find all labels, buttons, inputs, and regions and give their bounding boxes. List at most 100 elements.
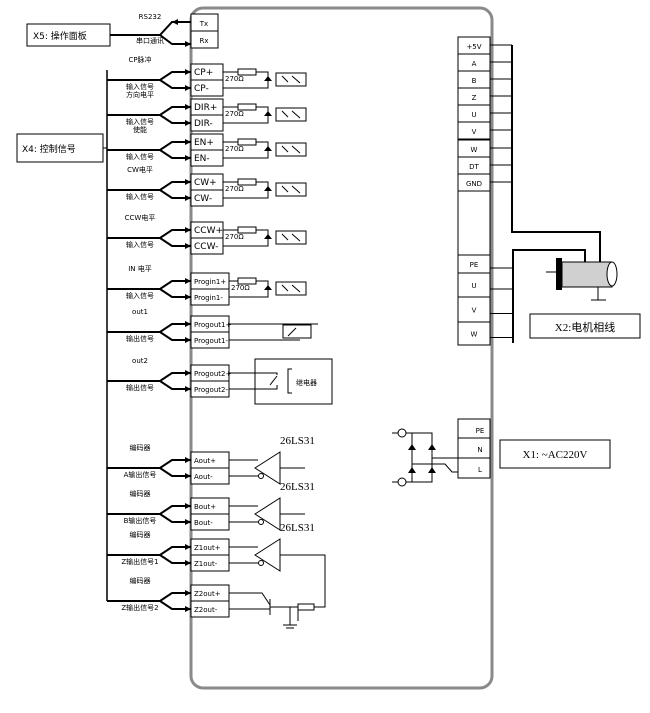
diode-icon (428, 444, 436, 450)
terminal-label: Tx (199, 20, 208, 28)
arrow-icon (185, 139, 191, 145)
arrow-icon (185, 544, 191, 550)
terminal-label: Progin1- (194, 294, 223, 302)
arrow-icon (185, 370, 191, 376)
wire (229, 372, 278, 375)
signal-wire-plus (107, 459, 191, 469)
opto-arrow (291, 145, 301, 154)
plus-terminal-icon (397, 428, 407, 438)
terminal-label: Progout2+ (194, 370, 231, 378)
arrow-icon (185, 243, 191, 249)
terminal-label: EN+ (194, 138, 214, 148)
relay-switch-icon (269, 375, 278, 386)
signal-wire-plus (107, 181, 191, 191)
arrow-icon (185, 519, 191, 525)
diode-icon (408, 444, 416, 450)
terminal-label: Aout+ (194, 457, 216, 465)
arrow-icon (185, 457, 191, 463)
terminal-label: A (472, 60, 477, 68)
opto-arrow (291, 185, 301, 194)
arrow-icon (185, 473, 191, 479)
diode-icon (264, 234, 272, 239)
x4-label: X4: 控制信号 (22, 143, 76, 155)
x1-label: X1: ~AC220V (523, 449, 588, 461)
x5-comm-label: 串口通讯 (136, 36, 164, 45)
diode-icon (428, 467, 436, 473)
motor-end-icon (606, 261, 618, 287)
x5-rx-wire (159, 34, 191, 45)
x2-label: X2:电机相线 (555, 320, 616, 334)
terminal-label: W (471, 331, 478, 339)
signal-wire-plus (107, 106, 191, 116)
diode-icon (264, 111, 272, 116)
x4-box (16, 133, 104, 163)
optocoupler-icon (275, 182, 307, 197)
opto-arrow (281, 233, 289, 241)
signal-wire-minus (159, 380, 191, 390)
arrow-icon (185, 278, 191, 284)
group-label-1: out1 (132, 308, 148, 316)
opto-arrow (291, 110, 301, 119)
arrow-icon (185, 227, 191, 233)
signal-wire-plus (107, 505, 191, 515)
x1-box (499, 439, 611, 469)
signal-wire-minus (159, 189, 191, 199)
inverter-bubble-icon (258, 519, 264, 525)
minus-terminal-icon (397, 477, 407, 487)
motor-ground-icon (591, 287, 606, 301)
group-label-1: 编码器 (130, 530, 151, 539)
signal-wire-plus (107, 280, 191, 290)
signal-wire-plus (107, 592, 191, 602)
arrow-icon (185, 590, 191, 596)
terminal-label: GND (466, 180, 482, 188)
terminal-label: Z2out+ (194, 590, 221, 598)
optocoupler-icon (275, 281, 307, 296)
opto-arrow (291, 284, 301, 293)
group-label-2: Z输出信号2 (121, 603, 158, 612)
motor-terminal-u (457, 272, 491, 298)
terminal-label: Z2out- (194, 606, 218, 614)
group-label-1: CP脉冲 (128, 55, 151, 64)
diode-icon (264, 146, 272, 151)
power-terminal-n (457, 437, 491, 459)
signal-wire-plus (107, 546, 191, 556)
resistor-label: 270Ω (225, 145, 244, 153)
terminal-label: Progout2- (194, 386, 228, 394)
motor-terminal-w (457, 321, 491, 346)
power-terminal-l (457, 457, 491, 479)
arrow-icon (185, 41, 191, 47)
relay-coil-icon (287, 368, 292, 394)
terminal-label: CP+ (194, 68, 213, 78)
group-label-2: B输出信号 (124, 516, 157, 525)
opto-arrow (281, 75, 289, 83)
wire (229, 592, 271, 606)
terminal-label: DIR- (194, 119, 213, 129)
group-label-1: CW电平 (127, 165, 153, 174)
terminal-label: PE (470, 261, 479, 269)
terminal-label: Z1out- (194, 560, 218, 568)
arrow-icon (185, 104, 191, 110)
terminal-label: +5V (466, 43, 481, 51)
terminal-rx (190, 30, 219, 49)
arrow-icon (185, 69, 191, 75)
terminal-label: Z1out+ (194, 544, 221, 552)
group-label-2: 输入信号 (126, 82, 154, 91)
line-driver-icon (254, 497, 281, 531)
terminal-label: CCW+ (194, 226, 223, 236)
resistor-label: 270Ω (225, 233, 244, 241)
arrow-icon (185, 294, 191, 300)
opto-arrow (291, 233, 301, 242)
signal-wire-plus (107, 71, 191, 81)
signal-wire-plus (107, 372, 191, 382)
optocoupler-icon (275, 107, 307, 122)
motor-flange-icon (556, 258, 562, 290)
terminal-label: CW- (194, 194, 212, 204)
relay-box (254, 358, 333, 405)
terminal-label: Progin1+ (194, 278, 226, 286)
x2-box (529, 313, 641, 339)
motor-cable (512, 249, 586, 343)
wire (270, 606, 299, 621)
terminal-label: L (478, 466, 482, 474)
arrow-icon (185, 120, 191, 126)
